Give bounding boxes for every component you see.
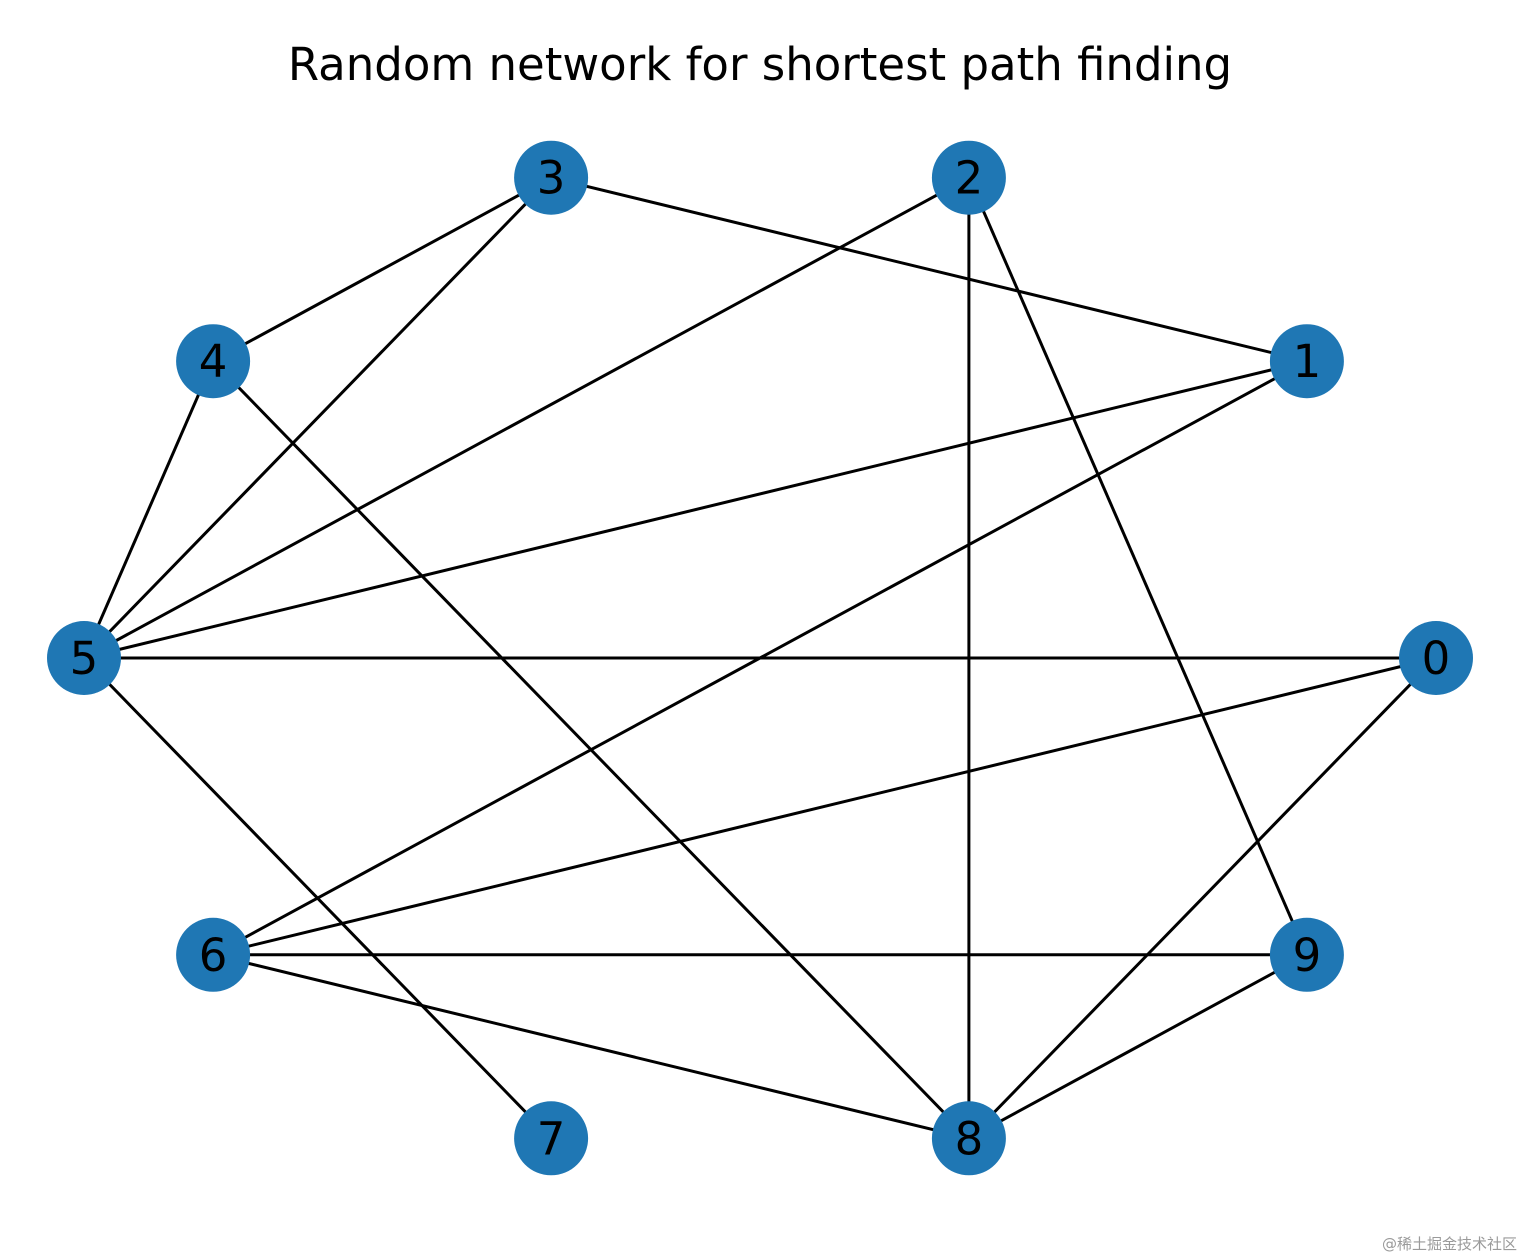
node-label-7: 7 xyxy=(537,1112,566,1165)
node-circle-6 xyxy=(176,917,251,992)
edge-8-9 xyxy=(968,953,1308,1140)
edge-1-6 xyxy=(212,359,1308,957)
node-label-9: 9 xyxy=(1293,929,1322,982)
edge-3-5 xyxy=(82,176,553,660)
node-circle-3 xyxy=(514,140,589,215)
node-label-2: 2 xyxy=(955,152,984,205)
nodes-layer: 0 1 2 3 4 5 6 7 8 9 xyxy=(47,140,1473,1176)
edges-layer xyxy=(82,176,1438,1140)
node-label-4: 4 xyxy=(199,335,228,388)
edge-1-5 xyxy=(83,359,1308,660)
node-circle-9 xyxy=(1269,917,1344,992)
node-9: 9 xyxy=(1269,917,1344,992)
node-3: 3 xyxy=(514,140,589,215)
node-label-5: 5 xyxy=(70,632,99,685)
node-label-6: 6 xyxy=(199,929,228,982)
node-circle-4 xyxy=(176,324,251,399)
node-label-8: 8 xyxy=(955,1112,984,1165)
node-4: 4 xyxy=(176,324,251,399)
edge-0-8 xyxy=(967,656,1438,1140)
edge-2-9 xyxy=(967,177,1309,956)
edge-5-7 xyxy=(82,656,553,1140)
node-5: 5 xyxy=(47,621,121,695)
node-7: 7 xyxy=(514,1101,589,1176)
node-label-3: 3 xyxy=(537,152,566,205)
watermark-text: @稀土掘金技术社区 xyxy=(1381,1235,1517,1253)
node-circle-8 xyxy=(931,1101,1006,1176)
graph-title: Random network for shortest path finding xyxy=(288,38,1232,91)
node-label-0: 0 xyxy=(1422,632,1451,685)
node-8: 8 xyxy=(931,1101,1006,1176)
node-circle-2 xyxy=(931,140,1006,215)
edge-4-5 xyxy=(82,360,215,659)
edge-4-8 xyxy=(212,360,970,1140)
node-1: 1 xyxy=(1269,324,1344,399)
node-circle-7 xyxy=(514,1101,589,1176)
node-circle-1 xyxy=(1269,324,1344,399)
edge-1-3 xyxy=(550,176,1308,363)
node-label-1: 1 xyxy=(1293,335,1322,388)
node-0: 0 xyxy=(1399,621,1473,695)
node-circle-0 xyxy=(1399,621,1473,695)
edge-6-8 xyxy=(212,953,970,1140)
edge-2-5 xyxy=(83,176,970,660)
node-2: 2 xyxy=(931,140,1006,215)
node-6: 6 xyxy=(176,917,251,992)
node-circle-5 xyxy=(47,621,121,695)
edge-3-4 xyxy=(212,176,552,363)
edge-0-6 xyxy=(212,656,1437,957)
